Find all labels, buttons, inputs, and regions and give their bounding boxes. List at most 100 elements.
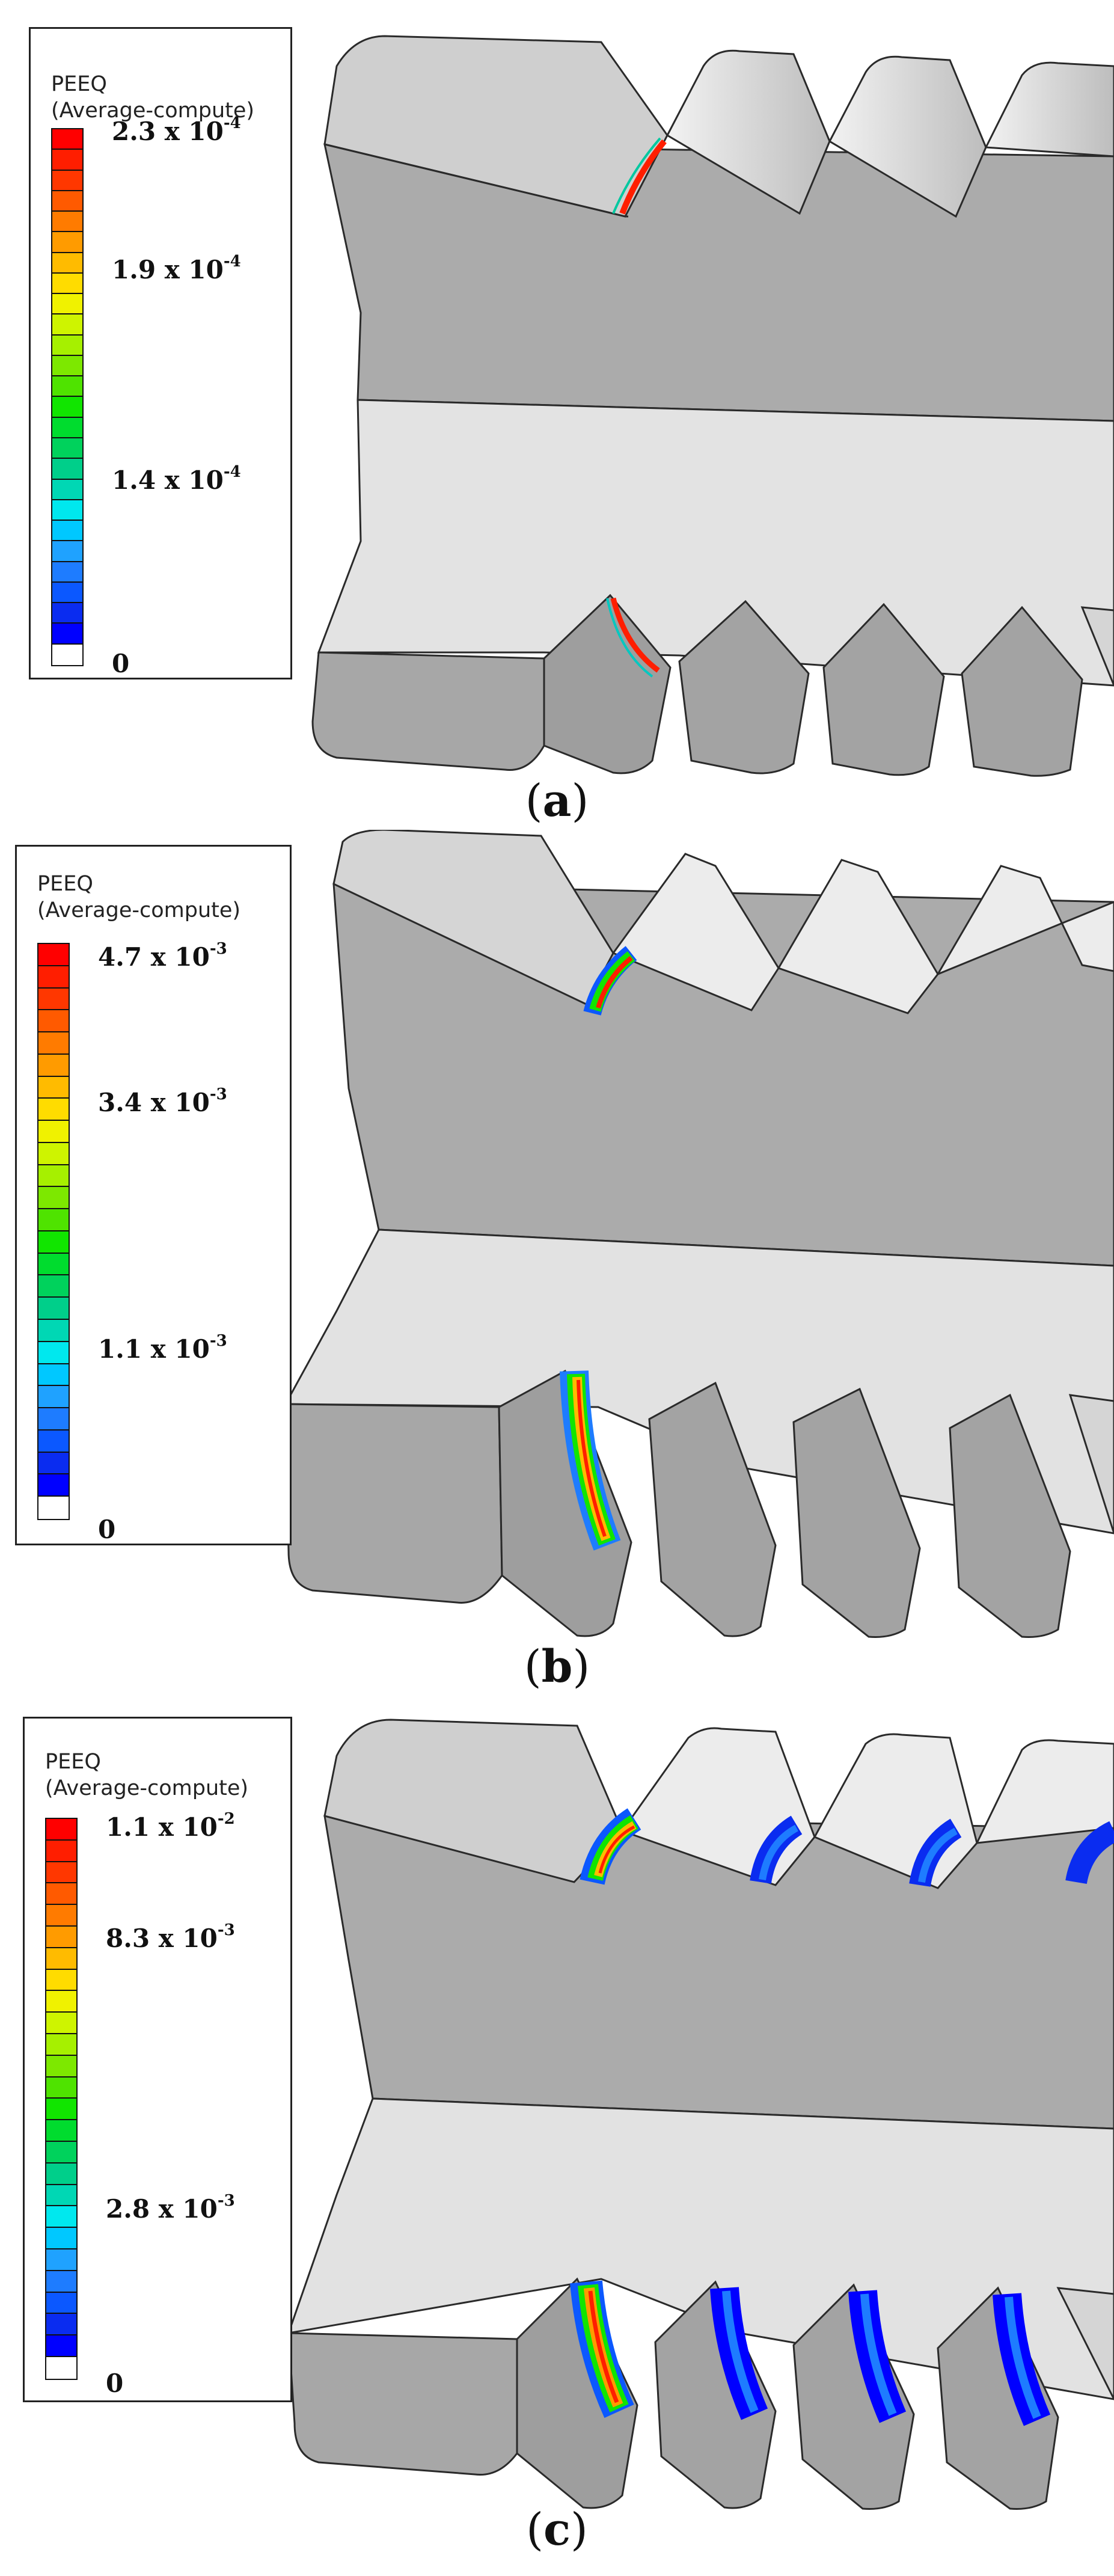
colorbar-swatch (38, 1275, 69, 1298)
thread-model-b (284, 830, 1114, 1638)
lower-tooth (949, 1393, 1071, 1638)
colorbar-swatch (46, 2163, 76, 2185)
colorbar-swatch (52, 191, 82, 212)
strain-band (1065, 1821, 1114, 1884)
colorbar (45, 1818, 78, 2380)
colorbar-swatch (46, 2335, 76, 2357)
tick-upper: 3.4 x 10-3 (98, 1085, 227, 1117)
lower-tooth (792, 1387, 921, 1638)
colorbar-swatch (52, 294, 82, 315)
lower-crest (287, 2332, 518, 2476)
colorbar-swatch (38, 1364, 69, 1387)
colorbar-swatch (46, 1926, 76, 1948)
tick-mid: 1.4 x 10-4 (112, 463, 241, 495)
colorbar-swatch (52, 541, 82, 562)
legend-subtitle: (Average-compute) (37, 898, 241, 922)
colorbar-swatch (46, 2314, 76, 2336)
colorbar-swatch (46, 1948, 76, 1970)
colorbar-swatch (52, 253, 82, 274)
tick-zero: 0 (112, 649, 130, 678)
lower-tooth (678, 600, 810, 774)
colorbar-swatch (38, 1121, 69, 1143)
colorbar-swatch (38, 1320, 69, 1342)
colorbar-swatch (52, 479, 82, 500)
upper-tooth (975, 1739, 1114, 1844)
thread-model-a (311, 35, 1114, 777)
colorbar-swatch-zero (52, 644, 82, 665)
colorbar-swatch (52, 624, 82, 645)
panel-c: PEEQ (Average-compute) 1.1 x 10-2 8.3 x … (0, 1702, 1114, 2576)
colorbar-swatch (46, 1883, 76, 1906)
tick-mid: 1.1 x 10-3 (98, 1332, 227, 1364)
colorbar-swatch (52, 438, 82, 459)
colorbar-swatch (38, 1231, 69, 1254)
colorbar-swatch (52, 273, 82, 295)
legend-title: PEEQ (51, 72, 107, 96)
lower-tooth (654, 2280, 777, 2509)
colorbar-swatch (38, 988, 69, 1011)
legend-title: PEEQ (37, 872, 93, 896)
lower-body-face (287, 2097, 1114, 2400)
strain-band (610, 597, 660, 673)
colorbar-swatch (38, 966, 69, 989)
upper-crest (323, 1719, 623, 1883)
colorbar-swatch (52, 355, 82, 377)
colorbar-swatch (52, 459, 82, 480)
colorbar-swatch (38, 1054, 69, 1077)
lower-tooth (822, 603, 945, 776)
colorbar-swatch (52, 232, 82, 253)
legend-title: PEEQ (45, 1750, 101, 1774)
colorbar-swatch (46, 1862, 76, 1884)
colorbar-swatch (46, 2141, 76, 2164)
colorbar-swatch (46, 1991, 76, 2013)
colorbar-swatch (38, 1187, 69, 1210)
legend-subtitle: (Average-compute) (51, 99, 255, 123)
colorbar-swatch (52, 417, 82, 438)
colorbar-swatch-zero (46, 2357, 76, 2379)
colorbar-swatch (46, 1969, 76, 1992)
colorbar-swatch (52, 603, 82, 624)
colorbar-swatch (46, 2228, 76, 2249)
colorbar-swatch (38, 1408, 69, 1431)
colorbar-swatch (38, 1076, 69, 1099)
lower-tooth (516, 2277, 638, 2509)
lower-tooth (961, 606, 1083, 777)
colorbar (51, 128, 84, 666)
legend-a: PEEQ (Average-compute) 2.3 x 10-4 1.9 x … (29, 27, 292, 679)
upper-tooth (828, 55, 987, 218)
colorbar-swatch (52, 150, 82, 171)
colorbar-swatch (52, 129, 82, 150)
panel-a: PEEQ (Average-compute) 2.3 x 10-4 1.9 x … (0, 0, 1114, 854)
colorbar-swatch (52, 397, 82, 418)
colorbar-swatch (38, 1298, 69, 1320)
colorbar-swatch (52, 500, 82, 521)
lower-crest (284, 1403, 503, 1604)
colorbar-swatch (38, 1010, 69, 1033)
colorbar-swatch (52, 582, 82, 604)
colorbar-swatch (46, 2249, 76, 2271)
colorbar-swatch (38, 1209, 69, 1231)
colorbar-swatch (38, 1474, 69, 1497)
colorbar-swatch (46, 2185, 76, 2207)
colorbar-swatch (52, 170, 82, 191)
tick-max: 2.3 x 10-4 (112, 114, 241, 146)
upper-tooth (777, 859, 939, 1014)
colorbar-swatch (38, 1452, 69, 1475)
colorbar-swatch (38, 1386, 69, 1409)
colorbar-swatch (38, 1165, 69, 1188)
colorbar-swatch (46, 1819, 76, 1841)
tick-mid: 2.8 x 10-3 (106, 2192, 235, 2224)
strain-band (619, 139, 667, 215)
colorbar-swatch (46, 2206, 76, 2228)
colorbar (37, 943, 70, 1520)
lower-tooth (498, 1369, 632, 1637)
tick-max: 1.1 x 10-2 (106, 1810, 235, 1842)
upper-crest (323, 35, 669, 218)
caption-a: (a) (525, 775, 589, 827)
colorbar-swatch (46, 1840, 76, 1862)
colorbar-swatch (52, 562, 82, 583)
lower-tooth (937, 2286, 1059, 2510)
colorbar-swatch (52, 521, 82, 542)
upper-body-face (323, 143, 1114, 422)
colorbar-swatch (46, 2034, 76, 2056)
